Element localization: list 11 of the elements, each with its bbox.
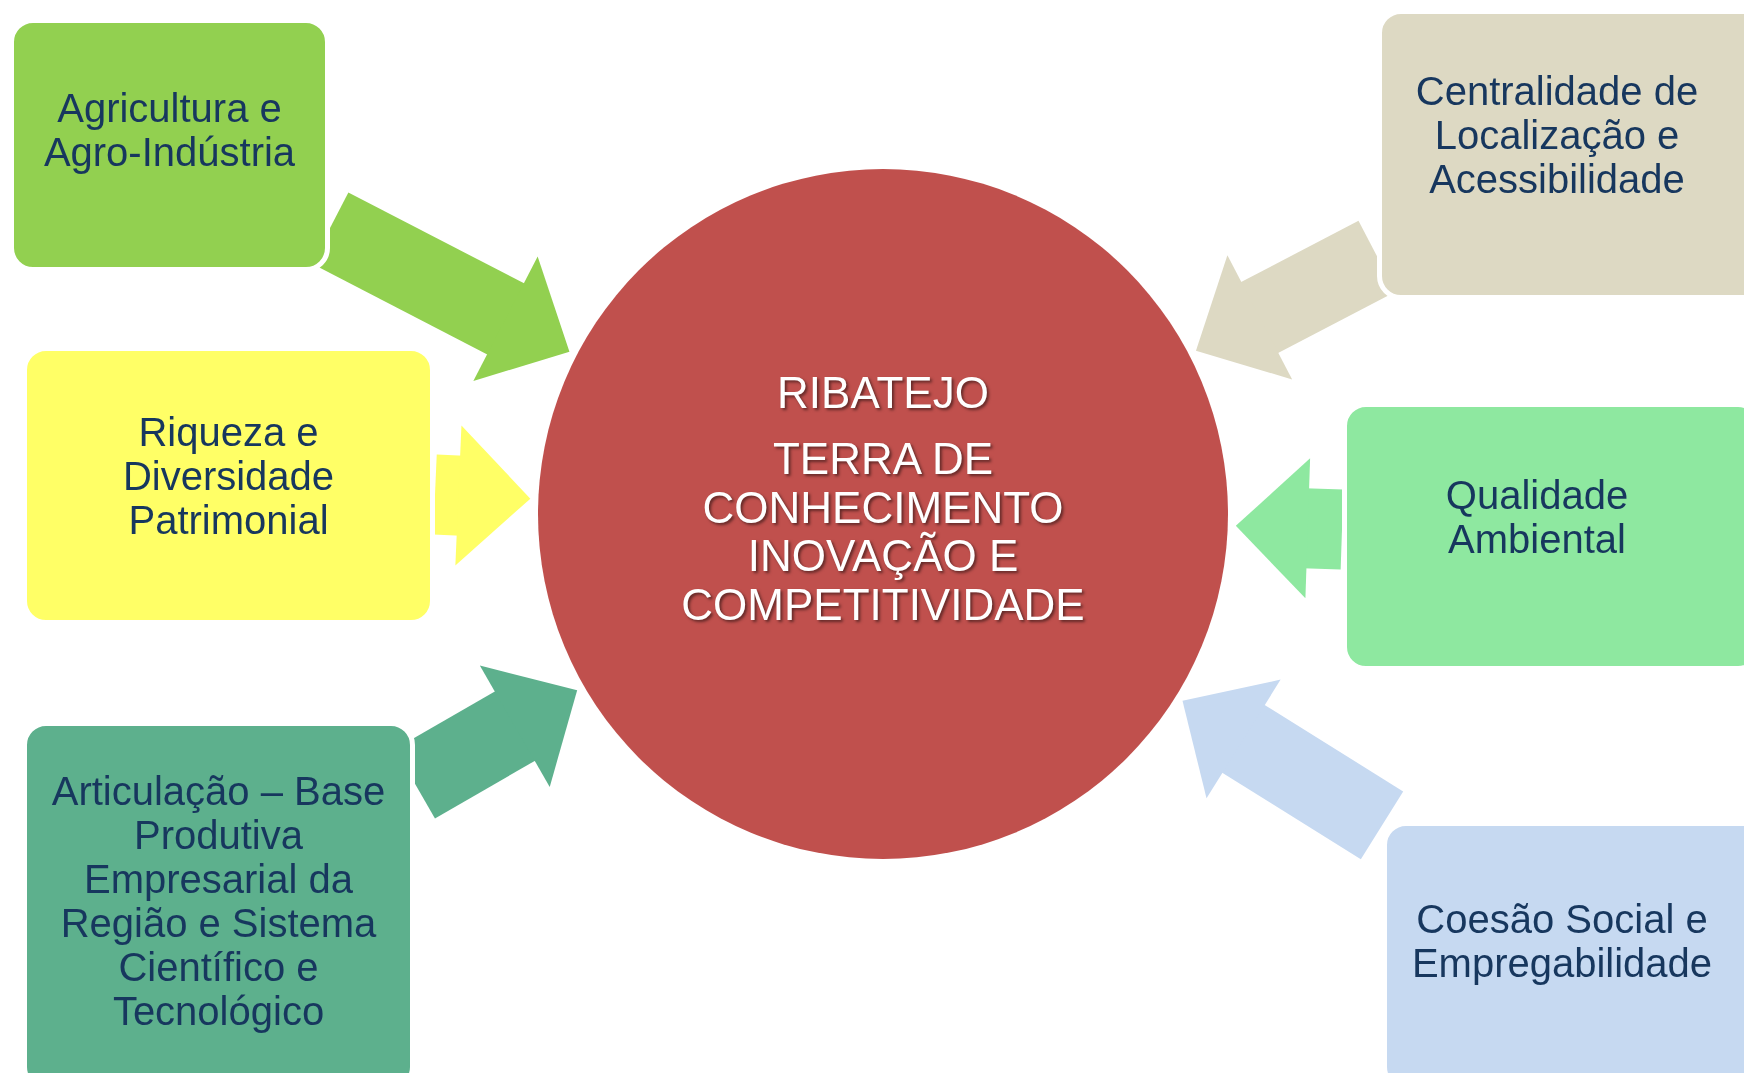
block-arrow — [1235, 458, 1344, 599]
node-text: Articulação – Base Produtiva Empresarial da Região e Sistema Científico e Tecnológico — [50, 769, 387, 1033]
hub-title: RIBATEJO — [777, 369, 989, 418]
node-text: Coesão Social e Empregabilidade — [1410, 897, 1714, 985]
node-text: Centralidade de Localização e Acessibilidade — [1414, 68, 1700, 201]
node-text: Agricultura e Agro-Indústria — [42, 86, 297, 174]
node-text: Qualidade Ambiental — [1444, 472, 1630, 561]
block-arrow — [433, 425, 531, 566]
block-arrow — [1182, 679, 1404, 860]
node-text: Riqueza e Diversidade Patrimonial — [121, 409, 336, 542]
node-text: TERRA DE CONHECIMENTO INOVAÇÃO E COMPETITIVIDADE — [680, 435, 1086, 629]
